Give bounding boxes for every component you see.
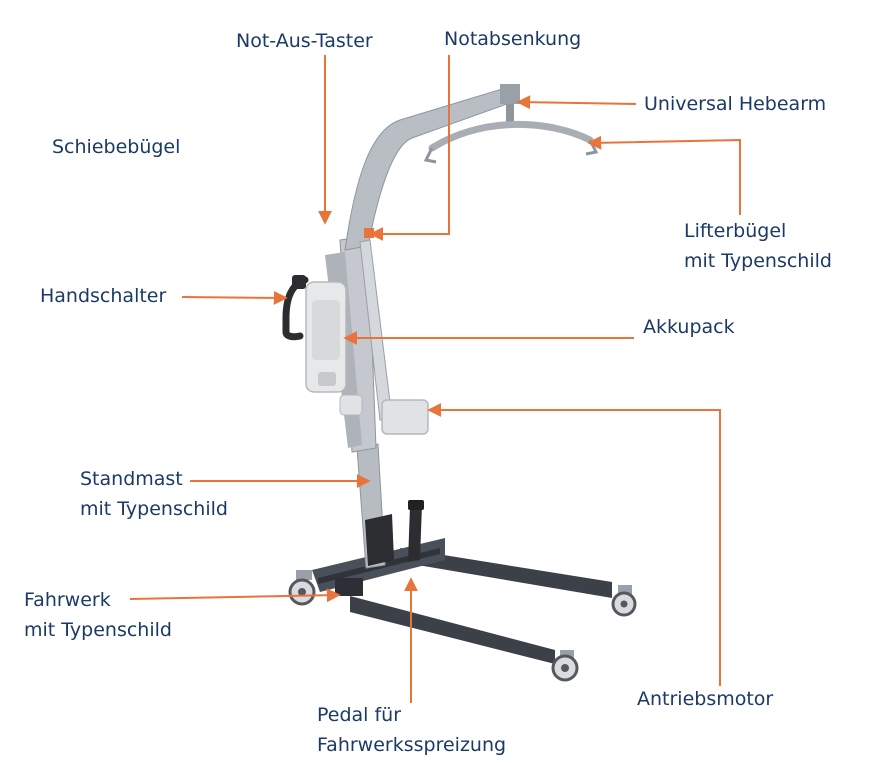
leader-handschalter — [181, 290, 288, 305]
wheels — [288, 570, 637, 682]
base-chassis — [312, 538, 612, 664]
leader-notabsenkung — [369, 55, 450, 241]
wheel-front-left — [288, 570, 316, 606]
label-pedal: Pedal für Fahrwerksspreizung — [317, 704, 507, 756]
label-standmast: Standmast mit Typenschild — [80, 468, 228, 520]
label-handschalter: Handschalter — [40, 285, 167, 307]
label-fahrwerk: Fahrwerk mit Typenschild — [24, 589, 172, 641]
label-universal-hebearm: Universal Hebearm — [644, 93, 827, 115]
battery-pack — [305, 281, 363, 416]
label-lifterbuegel: Lifterbügel mit Typenschild — [684, 220, 832, 272]
leader-universal-hebearm — [516, 95, 637, 110]
pedal-spreader — [408, 500, 424, 562]
leader-antriebsmotor — [427, 403, 721, 686]
leader-lines — [129, 55, 741, 703]
leader-lifterbuegel — [587, 135, 741, 215]
drive-motor — [381, 399, 429, 435]
label-antriebsmotor: Antriebsmotor — [637, 688, 774, 710]
label-not-aus-taster: Not-Aus-Taster — [236, 30, 373, 52]
label-notabsenkung: Notabsenkung — [444, 28, 582, 50]
push-handle — [282, 275, 309, 341]
wheel-rear-right — [611, 585, 637, 617]
label-schiebebuegel: Schiebebügel — [52, 136, 181, 158]
wheel-front-right — [551, 650, 579, 682]
leader-fahrwerk — [129, 588, 341, 603]
label-akkupack: Akkupack — [643, 316, 735, 338]
